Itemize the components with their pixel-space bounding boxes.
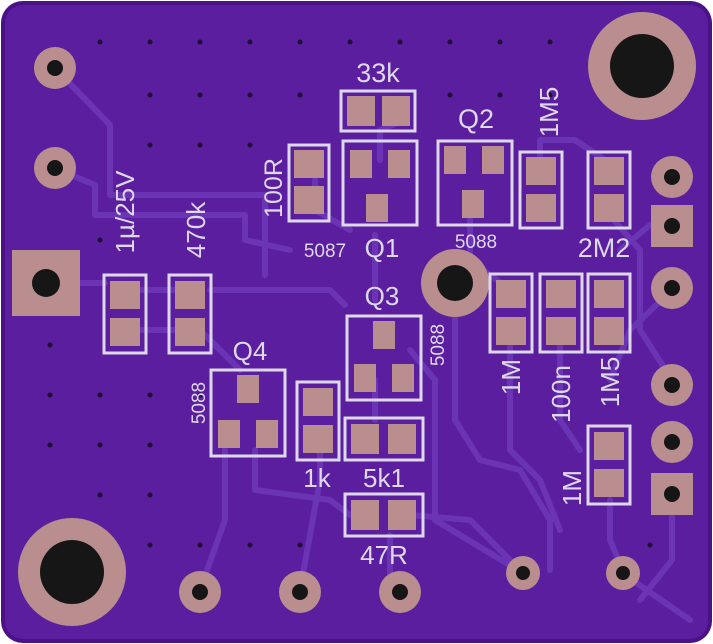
label-1m5-right: 1M5 <box>595 357 625 408</box>
silkscreen-labels: 33k 100R Q1 5087 Q2 5088 1M5 2M2 1µ/25V … <box>110 58 630 570</box>
label-33k: 33k <box>356 58 400 88</box>
label-470k: 470k <box>181 201 211 258</box>
label-q3-part: 5088 <box>428 324 449 366</box>
label-q4-part: 5088 <box>189 382 210 424</box>
label-1m-bottom: 1M <box>557 470 587 506</box>
label-1k: 1k <box>303 463 331 493</box>
label-q3: Q3 <box>365 281 400 311</box>
mounting-holes <box>18 12 696 626</box>
vias <box>47 39 653 548</box>
label-5k1: 5k1 <box>363 463 405 493</box>
label-q1: Q1 <box>365 233 400 263</box>
label-100n: 100n <box>546 365 576 423</box>
label-q4: Q4 <box>233 336 268 366</box>
label-1m: 1M <box>496 359 526 395</box>
label-q2-part: 5088 <box>455 232 497 253</box>
label-1u-25v: 1µ/25V <box>110 170 140 254</box>
label-q1-part: 5087 <box>304 241 346 262</box>
label-100r: 100R <box>260 158 288 218</box>
label-1m5-top: 1M5 <box>534 87 564 138</box>
label-2m2: 2M2 <box>578 233 631 263</box>
through-hole-pads <box>12 47 693 613</box>
label-q2: Q2 <box>458 104 494 134</box>
smd-components <box>102 89 632 538</box>
label-47r: 47R <box>360 540 408 570</box>
